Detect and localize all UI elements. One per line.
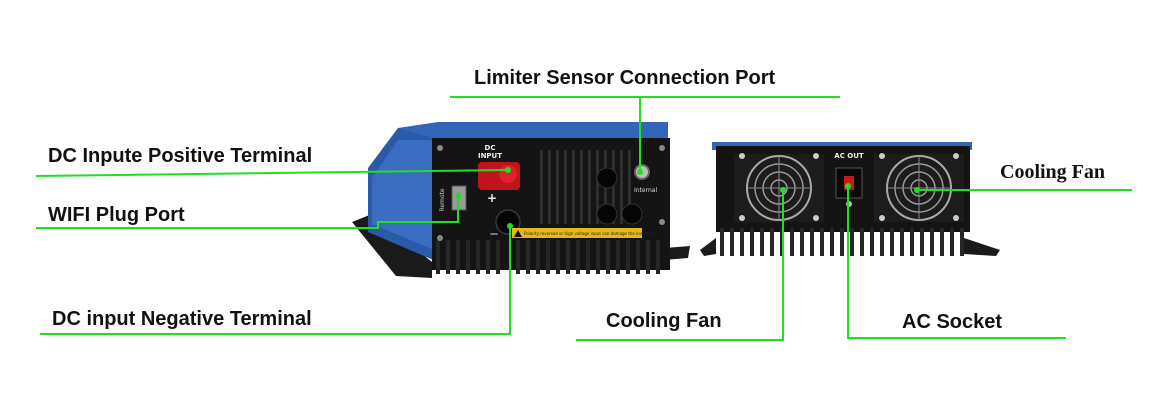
screw-icon — [659, 145, 665, 151]
mounting-bracket-left — [700, 238, 716, 256]
callout-limiter-sensor-port: Limiter Sensor Connection Port — [474, 67, 776, 89]
warning-text: Polarity reversed or high voltage input … — [524, 231, 654, 236]
cooling-fan-right — [874, 153, 964, 222]
minus-marking: — — [490, 229, 498, 238]
ac-out-marking: AC OUT — [834, 152, 864, 160]
leader-wifi — [36, 196, 459, 229]
internal-marking: Internal — [634, 187, 657, 194]
callout-cooling-fan-right: Cooling Fan — [1000, 161, 1106, 183]
screw-icon — [437, 235, 443, 241]
leader-dc-positive — [35, 169, 509, 177]
callout-ac-socket: AC Socket — [902, 311, 1003, 333]
plus-marking: + — [487, 191, 497, 205]
case-top — [398, 122, 668, 140]
leader-ac-socket — [847, 186, 1066, 339]
callout-wifi-plug-port: WIFI Plug Port — [48, 204, 185, 226]
callout-dc-positive-terminal: DC Inpute Positive Terminal — [48, 145, 313, 167]
callout-dc-negative-terminal: DC input Negative Terminal — [52, 308, 312, 330]
screw-icon — [659, 219, 665, 225]
connector-knob — [596, 167, 618, 189]
dc-input-line2: INPUT — [478, 152, 502, 160]
ac-socket-switch — [844, 176, 854, 190]
inverter-ac-side: AC OUT — [700, 142, 1000, 256]
dc-input-line1: DC — [485, 144, 496, 152]
mounting-bracket-right — [964, 238, 1000, 256]
heatsink-fins-left — [436, 240, 660, 274]
connector-knob — [621, 203, 643, 225]
leader-fan-bottom — [576, 190, 784, 341]
warning-triangle-icon — [514, 230, 522, 237]
screw-icon — [437, 145, 443, 151]
leader-dots — [455, 167, 920, 229]
warning-strip — [512, 228, 642, 238]
cooling-fan-left — [734, 153, 824, 222]
heatsink-fins-right — [720, 228, 964, 256]
remote-marking: Remote — [439, 188, 446, 211]
leader-lines — [35, 96, 1132, 341]
callout-cooling-fan-bottom: Cooling Fan — [606, 310, 722, 332]
leader-dc-negative — [40, 226, 511, 335]
connector-knob — [596, 203, 618, 225]
